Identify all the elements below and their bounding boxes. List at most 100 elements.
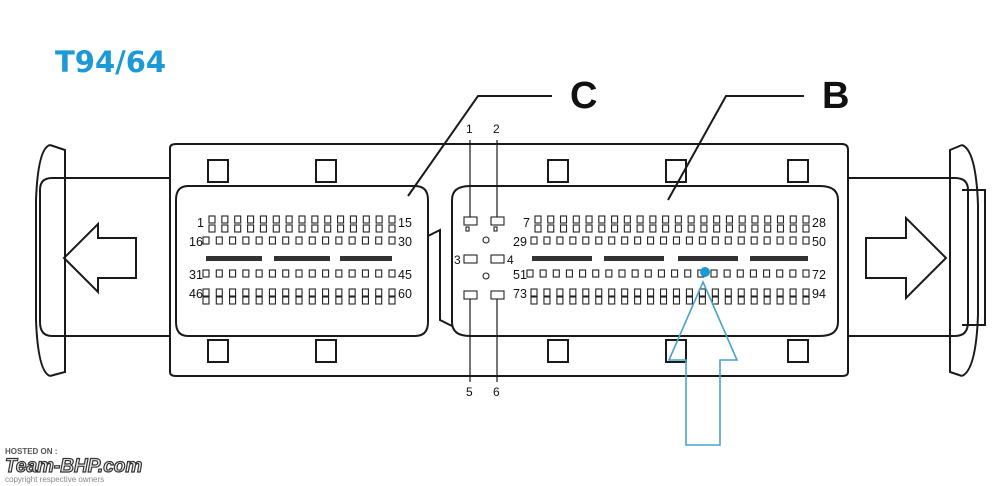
separator-bar <box>340 256 392 261</box>
pin-cavity <box>671 269 679 278</box>
power-pin-5-label: 5 <box>466 385 473 399</box>
connector-housing <box>169 143 849 377</box>
pin-cavity <box>749 269 757 278</box>
pin-cavity <box>621 236 629 245</box>
right-arrow-icon <box>865 215 948 301</box>
pin-cavity <box>526 269 534 278</box>
pin-tab <box>361 296 369 305</box>
pin-cavity <box>298 215 306 224</box>
pin-cavity <box>647 288 655 297</box>
pin-tab <box>764 224 772 233</box>
pin-cavity <box>585 215 593 224</box>
b-row1-end-label: 28 <box>812 216 826 230</box>
pin-tab <box>375 224 383 233</box>
c-row4-start-label: 46 <box>189 287 203 301</box>
pin-cavity <box>543 288 551 297</box>
pin-cavity <box>698 236 706 245</box>
pin-cavity <box>268 236 276 245</box>
pin-cavity <box>388 288 396 297</box>
pin-tab <box>375 296 383 305</box>
pin-cavity <box>569 288 577 297</box>
power-pin-4-label: 4 <box>507 253 514 267</box>
pin-cavity <box>268 288 276 297</box>
b-row3-end-label: 72 <box>812 268 826 282</box>
pin-tab <box>311 224 319 233</box>
pin-tab <box>268 296 276 305</box>
pin-tab <box>242 296 250 305</box>
pin-cavity <box>202 288 210 297</box>
pin-cavity <box>736 269 744 278</box>
connector-b-pins <box>526 215 810 305</box>
pin-cavity <box>659 288 668 297</box>
pin-cavity <box>789 269 797 278</box>
pin-tab <box>623 224 631 233</box>
pin-cavity <box>268 269 276 278</box>
pin-tab <box>298 224 306 233</box>
c-row3-start-label: 31 <box>189 268 203 282</box>
right-latch <box>848 144 986 377</box>
pin-cavity <box>215 269 223 278</box>
pin-cavity <box>556 236 564 245</box>
pin-tab <box>234 224 242 233</box>
pin-cavity <box>802 215 810 224</box>
pin-cavity <box>711 288 719 297</box>
pin-tab <box>337 224 345 233</box>
pin-cavity <box>229 236 237 245</box>
pin-tab <box>229 296 237 305</box>
connector-c-row-labels: 1 15 16 30 31 45 46 60 <box>189 216 412 301</box>
pin-cavity <box>556 288 564 297</box>
callout-b: B <box>667 75 849 201</box>
separator-bar <box>274 256 330 261</box>
pin-tab <box>611 224 619 233</box>
pin-tab <box>255 296 263 305</box>
power-pin-1-label: 1 <box>466 122 473 136</box>
pin-cavity <box>634 288 642 297</box>
pin-cavity <box>215 288 223 297</box>
pin-tab <box>285 224 293 233</box>
pin-tab <box>388 224 396 233</box>
watermark-copyright-text: copyright respective owners <box>5 475 104 484</box>
pin-tab <box>713 224 721 233</box>
pin-cavity <box>592 269 600 278</box>
pin-cavity <box>623 215 631 224</box>
pin-cavity <box>348 236 356 245</box>
pin-tab <box>530 296 538 305</box>
pin-tab <box>349 224 357 233</box>
pin-tab <box>621 296 629 305</box>
pin-cavity <box>662 215 670 224</box>
pin-cavity <box>595 236 603 245</box>
power-pin-2-label: 2 <box>493 122 500 136</box>
pin-cavity <box>569 236 577 245</box>
pin-tab <box>789 224 797 233</box>
pin-cavity <box>552 269 560 278</box>
section-label-c: C <box>570 75 597 117</box>
pin-tab <box>595 296 603 305</box>
pin-tab <box>711 296 719 305</box>
pin-tab <box>534 224 542 233</box>
pin-cavity <box>348 269 356 278</box>
pin-tab <box>737 296 745 305</box>
pin-cavity <box>543 236 551 245</box>
pin-tab <box>634 296 642 305</box>
pin-tab <box>608 296 616 305</box>
pin-cavity <box>776 236 784 245</box>
pin-cavity <box>282 269 290 278</box>
pin-cavity <box>802 236 810 245</box>
pin-cavity <box>295 269 303 278</box>
pin-cavity <box>388 215 396 224</box>
pin-tab <box>322 296 330 305</box>
pin-cavity <box>582 236 590 245</box>
pin-cavity <box>764 215 772 224</box>
watermark-brand-logo: Team-BHP.com <box>5 456 142 477</box>
pin-cavity <box>255 236 263 245</box>
pin-cavity <box>308 269 316 278</box>
pin-tab <box>348 296 356 305</box>
pin-tab <box>556 296 564 305</box>
pin-cavity <box>711 236 719 245</box>
power-pins: 1 2 3 4 5 6 <box>454 122 514 399</box>
pin-cavity <box>608 288 616 297</box>
section-label-b: B <box>822 75 849 117</box>
pin-tab <box>687 224 695 233</box>
separator-bar <box>206 256 262 261</box>
